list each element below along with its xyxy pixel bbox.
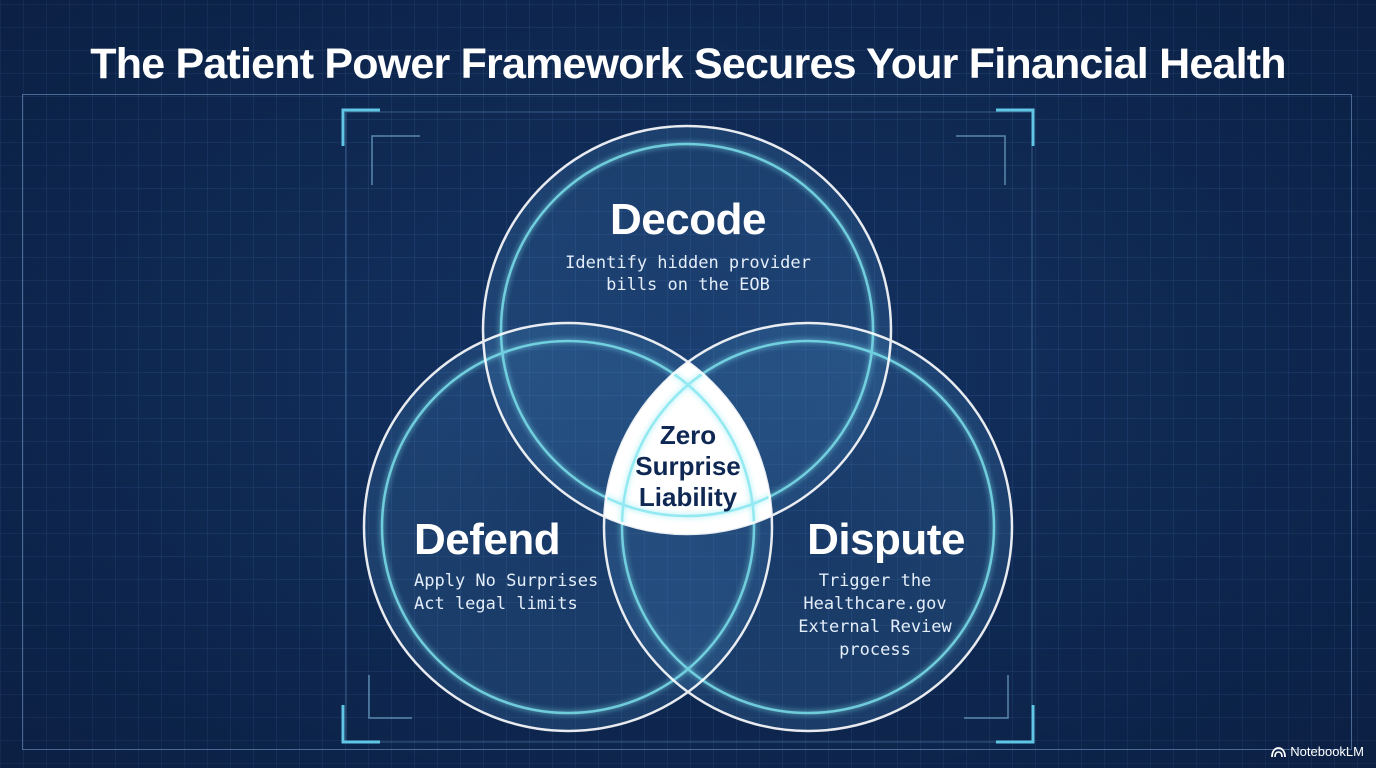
inner-brackets bbox=[368, 135, 1009, 719]
circle-defend-inner-ring bbox=[380, 339, 756, 715]
page-title: The Patient Power Framework Secures Your… bbox=[90, 40, 1286, 88]
watermark-label: NotebookLM bbox=[1290, 744, 1364, 759]
inner-bracket-top-left bbox=[371, 135, 420, 185]
circle-dispute-outline bbox=[602, 321, 1014, 733]
circle-defend-outline bbox=[362, 321, 774, 733]
center-label-line-2: Surprise bbox=[635, 451, 741, 481]
dispute-description-line-4: process bbox=[839, 640, 911, 660]
circle-decode-outline bbox=[481, 124, 893, 536]
corner-brackets bbox=[341, 108, 1035, 744]
bracket-bottom-left bbox=[341, 705, 380, 744]
inner-bracket-bottom-left bbox=[368, 675, 412, 719]
defend-title: Defend bbox=[414, 515, 560, 564]
decode-description-line-2: bills on the EOB bbox=[606, 275, 770, 295]
decode-title: Decode bbox=[610, 195, 766, 244]
circle-dispute-inner-ring bbox=[620, 339, 996, 715]
dispute-description-line-1: Trigger the bbox=[819, 571, 932, 591]
notebooklm-watermark: NotebookLM bbox=[1271, 744, 1364, 760]
center-label-line-3: Liability bbox=[639, 482, 738, 512]
decode-description-line-1: Identify hidden provider bbox=[565, 253, 811, 273]
notebooklm-logo-icon bbox=[1271, 747, 1287, 758]
circle-decode-inner-ring bbox=[499, 142, 875, 518]
defend-description-line-2: Act legal limits bbox=[414, 594, 578, 614]
outer-rings bbox=[362, 124, 1014, 733]
center-label-line-1: Zero bbox=[660, 420, 716, 450]
dispute-description-line-3: External Review bbox=[798, 617, 952, 637]
inner-rings bbox=[380, 142, 996, 715]
bracket-bottom-right bbox=[996, 705, 1035, 744]
dispute-description-line-2: Healthcare.gov bbox=[803, 594, 946, 614]
defend-description-line-1: Apply No Surprises bbox=[414, 571, 598, 591]
outer-frame bbox=[22, 94, 1352, 750]
diagram-frame bbox=[345, 111, 1033, 743]
inner-bracket-bottom-right bbox=[964, 675, 1009, 719]
bracket-top-right bbox=[996, 108, 1035, 146]
bracket-top-left bbox=[341, 108, 380, 146]
center-intersection bbox=[604, 323, 772, 534]
dispute-title: Dispute bbox=[807, 515, 965, 564]
inner-bracket-top-right bbox=[956, 135, 1006, 185]
